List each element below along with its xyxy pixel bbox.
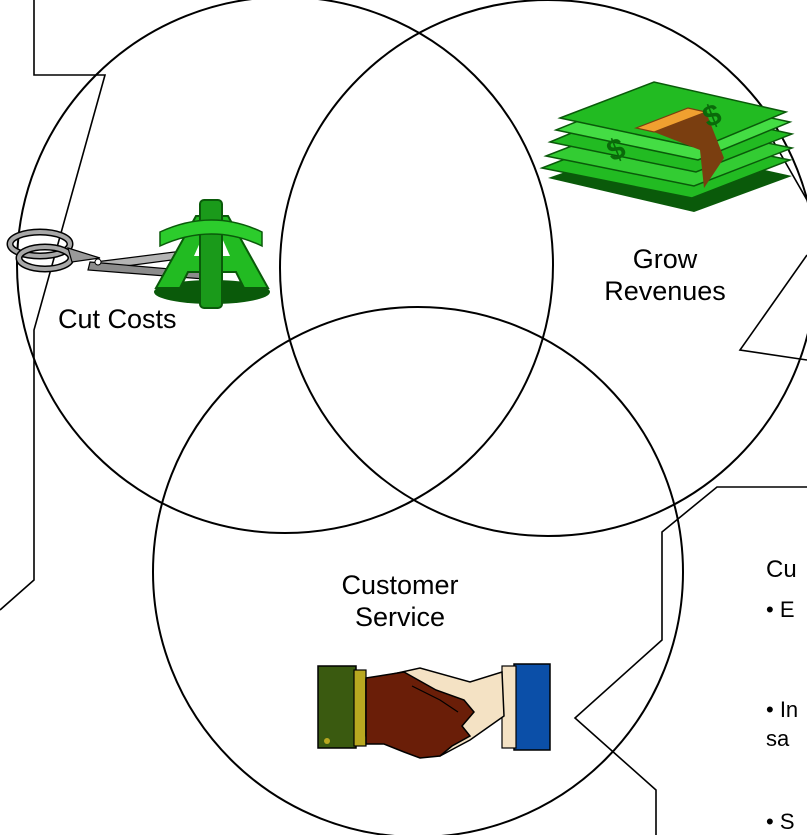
circle-cut-costs (16, 0, 554, 534)
label-grow-line1: Grow (632, 244, 698, 274)
grow-callout-pointer (738, 254, 807, 361)
circle-grow-revenues (279, 0, 807, 537)
callout-bullet: • E (766, 597, 795, 622)
label-grow-line2: Revenues (604, 275, 726, 306)
label-cs-line2: Service (354, 601, 446, 632)
label-grow-revenues: Grow Revenues (560, 244, 770, 308)
handshake-icon (317, 663, 551, 759)
left-callout (0, 0, 107, 611)
cents-sign-icon (154, 199, 270, 309)
callout-bullet: • In sa (766, 697, 799, 751)
callout-title: Cu (766, 556, 797, 583)
label-cut-costs: Cut Costs (58, 304, 177, 334)
customer-callout (573, 486, 807, 835)
callout-bullet: • S (766, 809, 795, 834)
money-stack-icon: $ $ (539, 81, 795, 212)
label-customer-service: Customer Service (300, 570, 500, 634)
label-cs-line1: Customer (341, 570, 459, 600)
circle-customer-service (152, 306, 684, 835)
